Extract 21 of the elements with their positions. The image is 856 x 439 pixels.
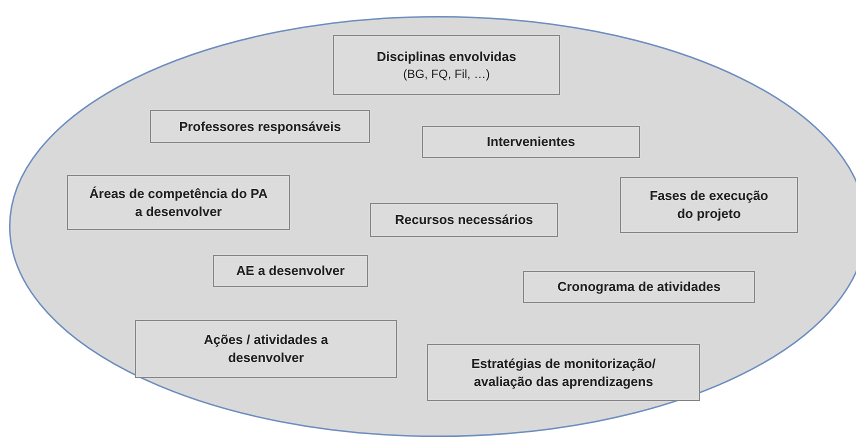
- label-box: [422, 126, 640, 158]
- label-box: [67, 175, 290, 230]
- box-label: Professores responsáveis: [179, 118, 341, 136]
- box-label: Recursos necessários: [394, 211, 534, 229]
- label-box: [150, 110, 370, 143]
- box-label: AE a desenvolver: [236, 262, 345, 280]
- label-box: [333, 35, 560, 95]
- label-box: [213, 255, 368, 287]
- box-label: Estratégias de monitorização/ avaliação das aprendizagens: [470, 354, 657, 390]
- box-label: Intervenientes: [486, 133, 576, 151]
- label-box: [427, 344, 700, 401]
- box-label: Ações / atividades a desenvolver: [202, 331, 330, 367]
- box-label: Cronograma de atividades: [557, 278, 721, 296]
- label-box: [523, 271, 755, 303]
- box-label: Disciplinas envolvidas: [376, 48, 516, 66]
- label-box: [135, 320, 397, 378]
- label-box: [620, 177, 798, 233]
- box-label: Fases de execução do projeto: [648, 187, 770, 223]
- box-label: Áreas de competência do PA a desenvolver: [88, 184, 269, 220]
- label-box: [370, 203, 558, 237]
- box-sublabel: (BG, FQ, Fil, …): [403, 66, 490, 82]
